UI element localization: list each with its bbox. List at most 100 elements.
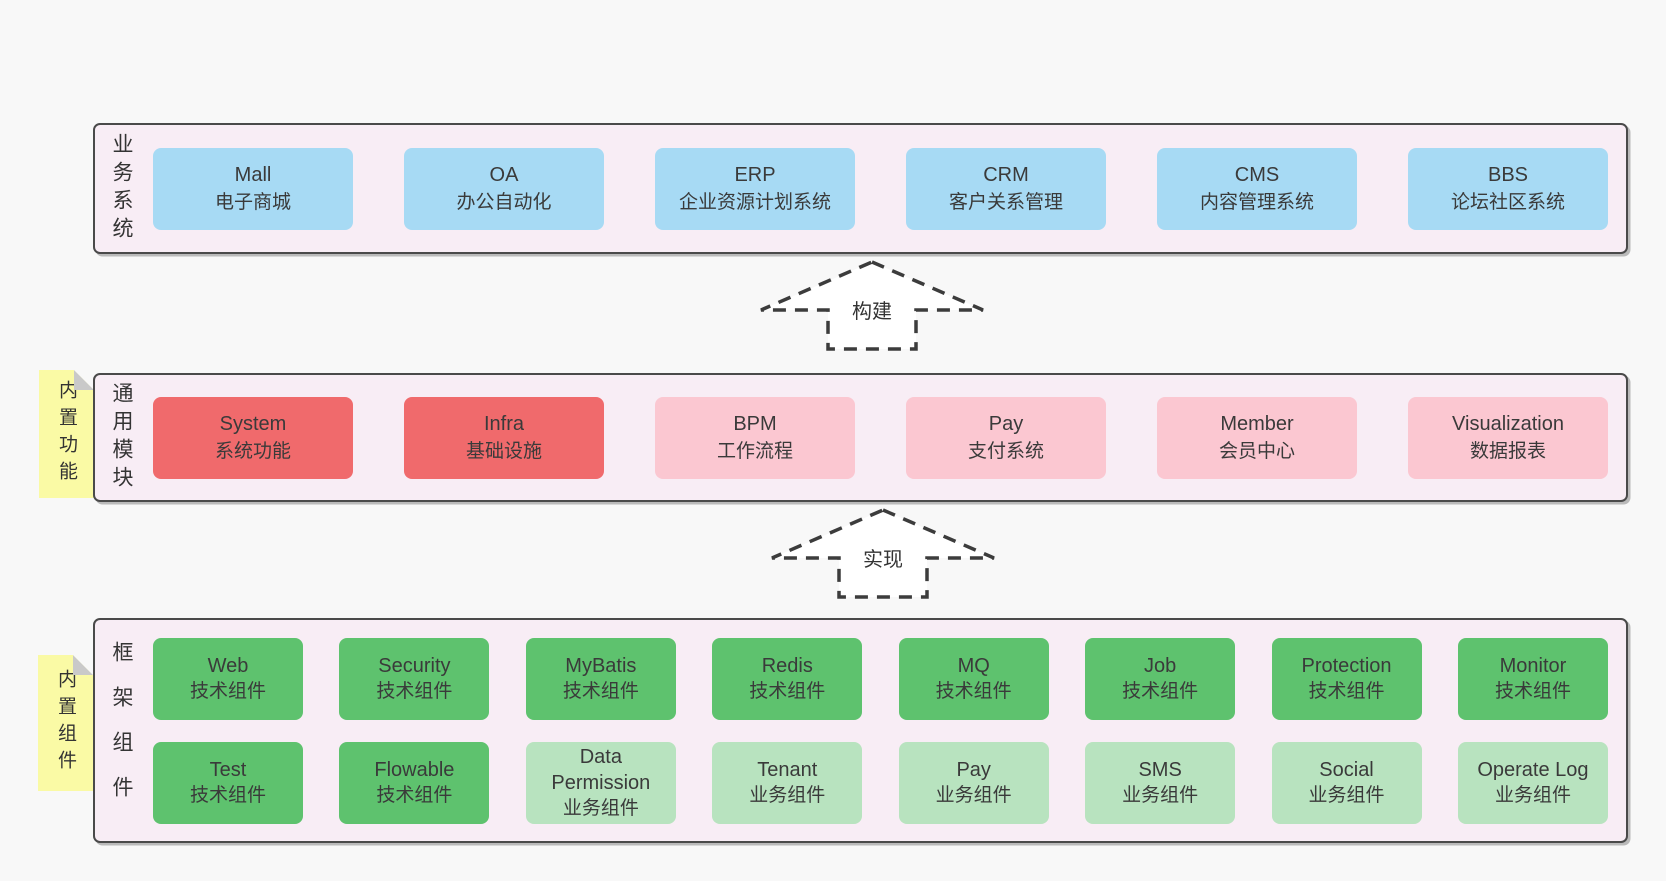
- node-name: Pay: [988, 412, 1024, 435]
- band-label-common-modules: 通用模块: [110, 381, 133, 494]
- node-redis: Redis 技术组件: [712, 637, 863, 720]
- node-subtitle: 系统功能: [214, 440, 291, 462]
- up-arrow-icon: [771, 508, 995, 599]
- node-subtitle: 业务组件: [1494, 784, 1571, 806]
- node-subtitle: 业务组件: [1122, 784, 1199, 806]
- node-subtitle: 业务组件: [749, 784, 826, 806]
- node-subtitle: 技术组件: [189, 680, 266, 702]
- node-name: MQ: [957, 654, 990, 677]
- node-subtitle: 技术组件: [1122, 680, 1199, 702]
- node-subtitle: 技术组件: [935, 680, 1012, 702]
- node-subtitle: 业务组件: [562, 797, 639, 819]
- implement-arrow: 实现: [768, 507, 998, 600]
- node-subtitle: 客户关系管理: [948, 191, 1063, 213]
- node-name: Flowable: [374, 758, 455, 781]
- sticky-note-built-in-features: 内置功能: [39, 370, 94, 498]
- node-subtitle: 办公自动化: [456, 191, 552, 213]
- sticky-note-label: 内置组件: [55, 669, 76, 777]
- node-security: Security 技术组件: [339, 637, 490, 720]
- node-subtitle: 电子商城: [214, 191, 291, 213]
- node-subtitle: 支付系统: [967, 440, 1044, 462]
- node-subtitle: 技术组件: [1494, 680, 1571, 702]
- node-name: Social: [1319, 758, 1374, 781]
- node-name: Test: [209, 758, 247, 781]
- node-name: Visualization: [1452, 412, 1564, 435]
- node-system: System 系统功能: [153, 396, 353, 479]
- build-arrow-label: 构建: [852, 301, 892, 323]
- node-test: Test 技术组件: [153, 741, 303, 824]
- node-name: Mall: [234, 163, 272, 186]
- node-name: BBS: [1487, 163, 1529, 186]
- node-pay: Pay 业务组件: [898, 741, 1049, 824]
- node-subtitle: 技术组件: [376, 784, 453, 806]
- node-name: Infra: [483, 412, 525, 435]
- node-sms: SMS 业务组件: [1085, 741, 1236, 824]
- node-name: Protection: [1301, 654, 1392, 677]
- band-items: Mall 电子商城 OA 办公自动化 ERP 企业资源计划系统 CRM 客户关系管理 CMS 内容…: [153, 125, 1608, 252]
- node-name: Redis: [761, 654, 813, 677]
- node-subtitle: 技术组件: [1308, 680, 1385, 702]
- node-name: BPM: [733, 412, 777, 435]
- node-name: CMS: [1234, 163, 1280, 186]
- node-subtitle: 企业资源计划系统: [678, 191, 831, 213]
- node-name: Monitor: [1499, 654, 1567, 677]
- node-subtitle: 内容管理系统: [1199, 191, 1314, 213]
- node-name: MyBatis: [565, 654, 637, 677]
- node-cms: CMS 内容管理系统: [1157, 147, 1357, 230]
- sticky-note-built-in-components: 内置组件: [38, 655, 93, 791]
- node-subtitle: 技术组件: [376, 680, 453, 702]
- node-mall: Mall 电子商城: [153, 147, 353, 230]
- node-flowable: Flowable 技术组件: [339, 741, 490, 824]
- folded-corner-icon: [74, 370, 94, 390]
- up-arrow-icon: [760, 260, 984, 351]
- node-monitor: Monitor 技术组件: [1457, 637, 1608, 720]
- node-subtitle: 技术组件: [562, 680, 639, 702]
- build-arrow: 构建: [757, 259, 987, 352]
- node-name: Job: [1143, 654, 1177, 677]
- node-oa: OA 办公自动化: [404, 147, 604, 230]
- implement-arrow-label: 实现: [863, 549, 903, 571]
- node-crm: CRM 客户关系管理: [906, 147, 1106, 230]
- node-name: SMS: [1138, 758, 1182, 781]
- node-name: Data Permission: [551, 745, 651, 794]
- node-subtitle: 技术组件: [189, 784, 266, 806]
- sticky-note-label: 内置功能: [56, 380, 77, 488]
- node-name: ERP: [734, 163, 776, 186]
- node-name: Security: [378, 654, 451, 677]
- band-row: Mall 电子商城 OA 办公自动化 ERP 企业资源计划系统 CRM 客户关系管理 CMS 内容…: [153, 147, 1608, 230]
- node-subtitle: 会员中心: [1218, 440, 1295, 462]
- node-subtitle: 基础设施: [465, 440, 542, 462]
- node-subtitle: 技术组件: [749, 680, 826, 702]
- node-bbs: BBS 论坛社区系统: [1408, 147, 1608, 230]
- node-mq: MQ 技术组件: [898, 637, 1049, 720]
- node-tenant: Tenant 业务组件: [712, 741, 863, 824]
- node-name: System: [219, 412, 287, 435]
- node-name: OA: [489, 163, 519, 186]
- band-label-business-systems: 业务系统: [110, 132, 133, 245]
- node-erp: ERP 企业资源计划系统: [655, 147, 855, 230]
- node-subtitle: 论坛社区系统: [1450, 191, 1565, 213]
- band-label-framework-components: 框架组件: [110, 640, 133, 821]
- node-job: Job 技术组件: [1085, 637, 1236, 720]
- node-name: Pay: [956, 758, 991, 781]
- node-name: CRM: [983, 163, 1029, 186]
- node-name: Tenant: [757, 758, 818, 781]
- node-mybatis: MyBatis 技术组件: [525, 637, 676, 720]
- node-protection: Protection 技术组件: [1271, 637, 1422, 720]
- folded-corner-icon: [73, 655, 93, 675]
- node-subtitle: 业务组件: [935, 784, 1012, 806]
- node-infra: Infra 基础设施: [404, 396, 604, 479]
- node-pay: Pay 支付系统: [906, 396, 1106, 479]
